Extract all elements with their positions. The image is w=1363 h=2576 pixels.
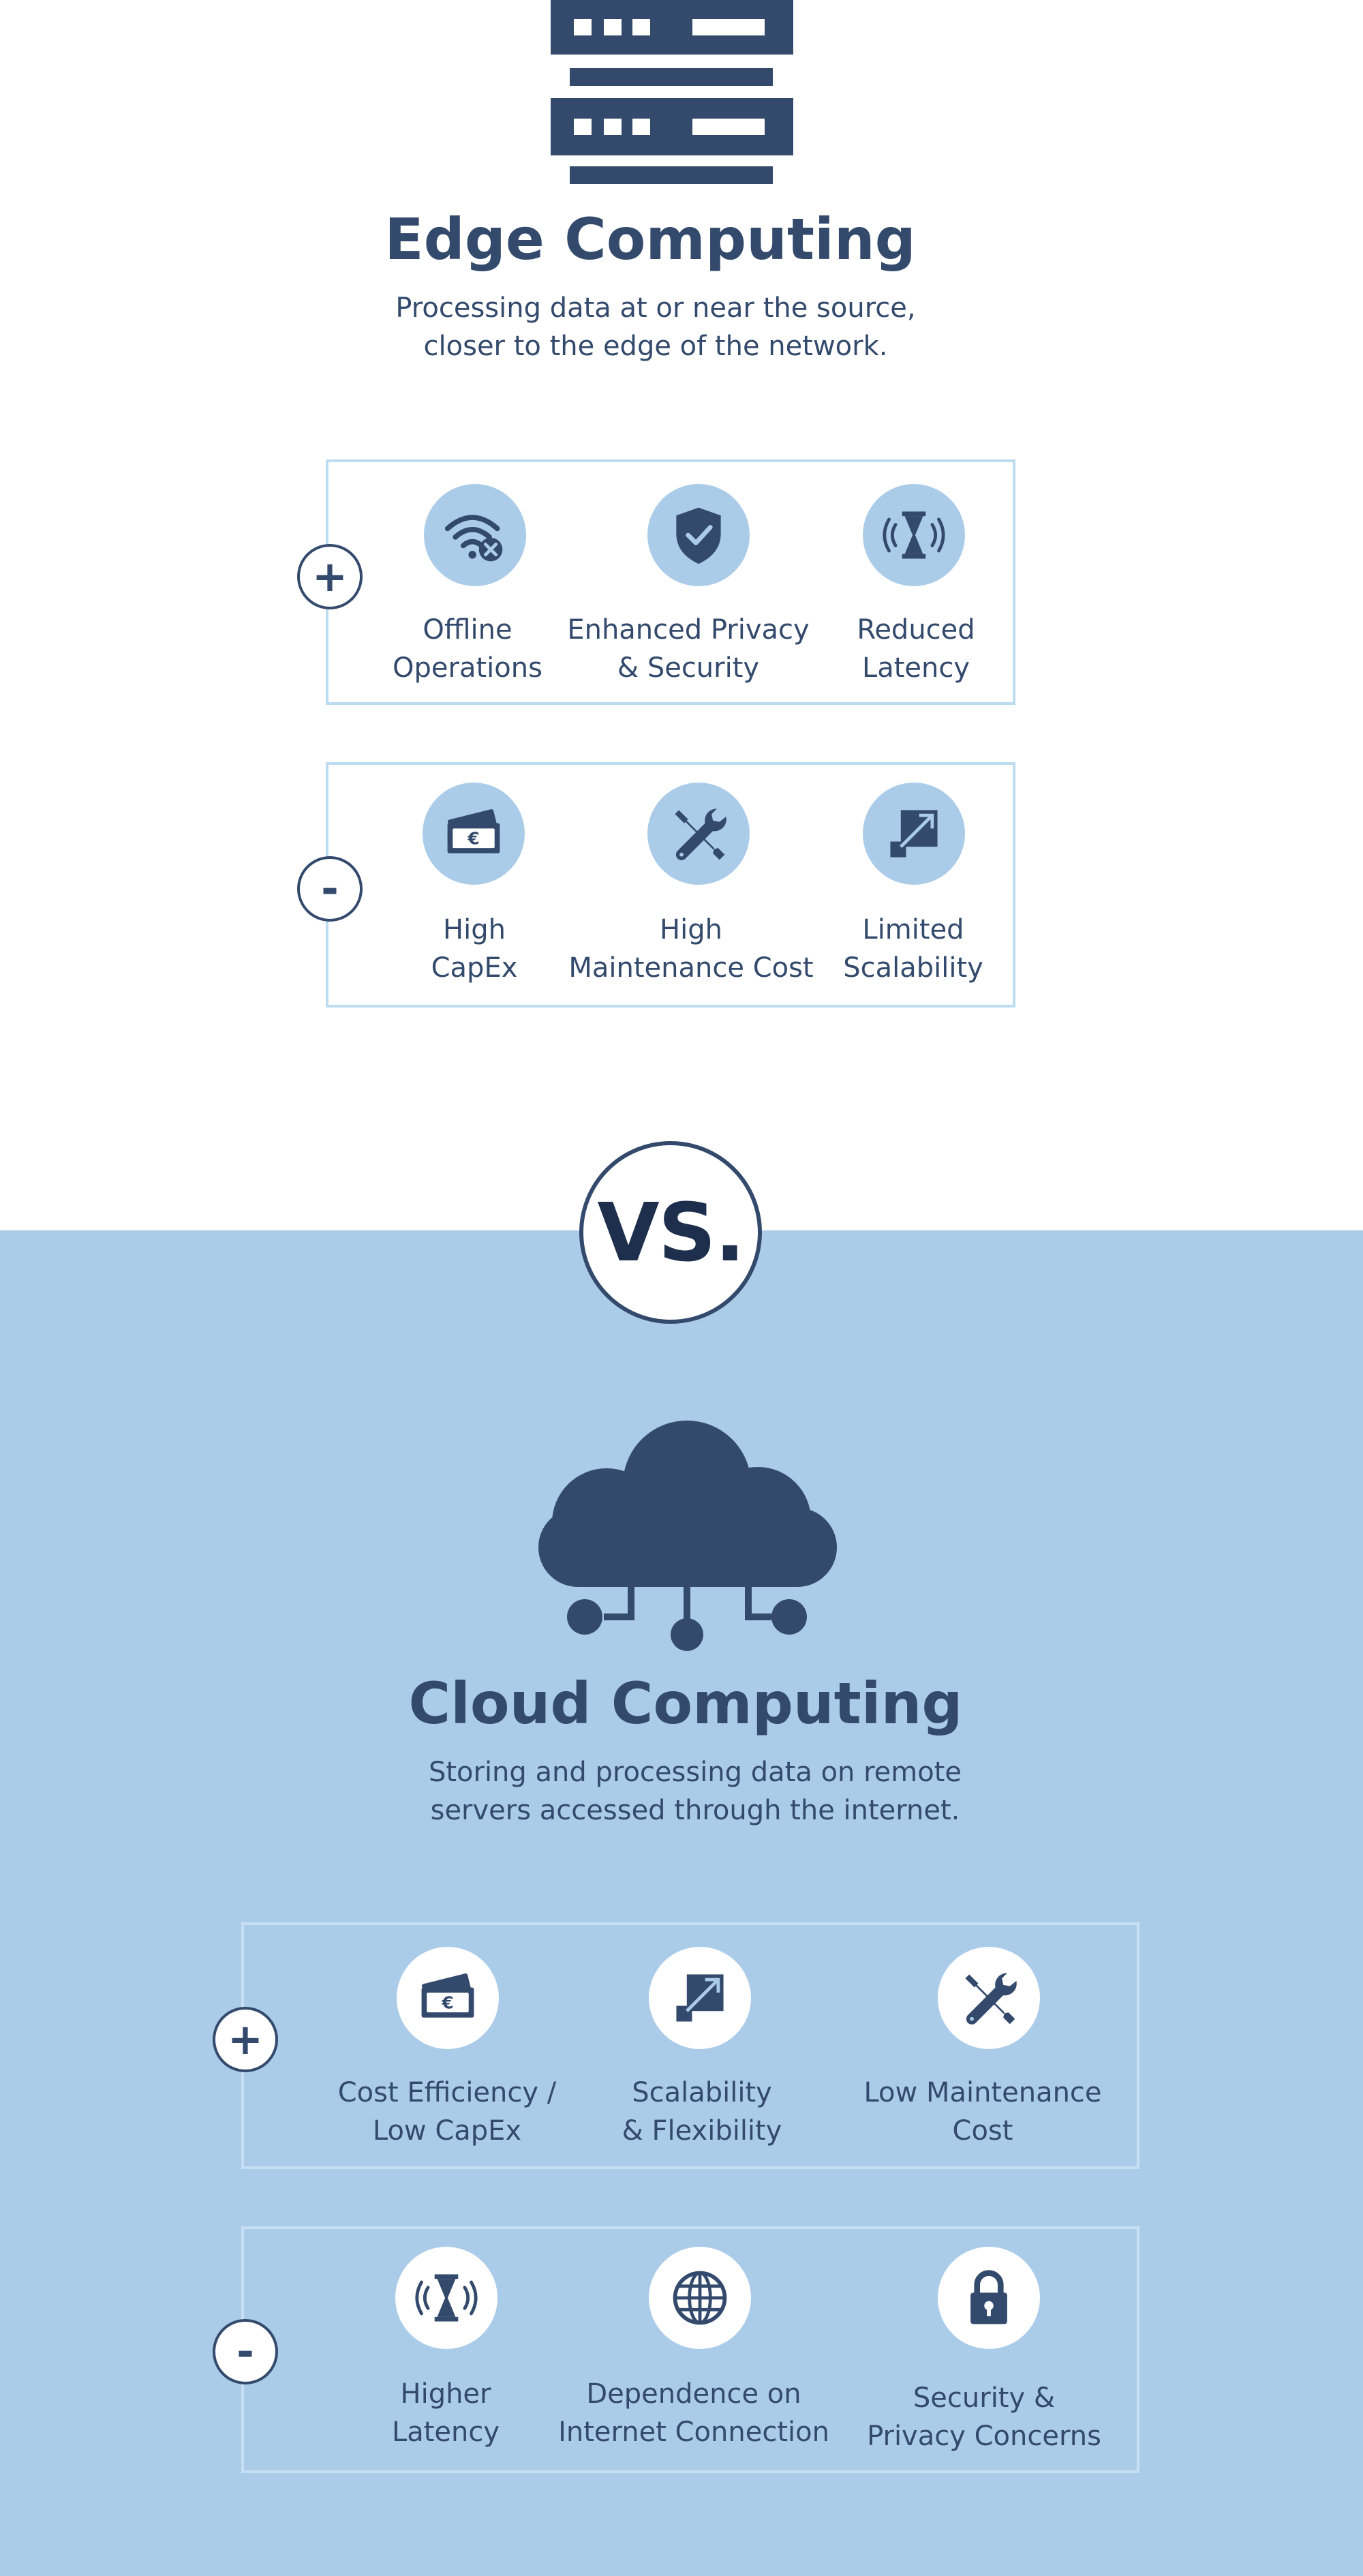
edge-subtitle: Processing data at or near the source, c… [395,292,916,362]
edge-pro-icon-2 [647,484,750,586]
wrench-screwdriver-icon [956,1965,1022,2031]
cloud-pros-plus-sign: + [213,2007,278,2072]
edge-cons-minus-sign: - [297,856,363,922]
expand-arrow-icon [881,801,947,866]
edge-con-icon-1 [423,783,525,885]
cloud-pro-label-scalability-flexibility: Scalability& Flexibility [622,2077,782,2147]
edge-pros-plus-sign: + [297,544,363,609]
expand-arrow-icon [667,1965,733,2031]
hourglass-signal-icon [881,502,947,568]
cloud-pro-icon-3 [938,1947,1040,2049]
cloud-pro-icon-1 [397,1947,499,2049]
cloud-subtitle: Storing and processing data on remote se… [428,1757,962,1826]
cloud-cons-minus-sign: - [213,2319,278,2384]
edge-con-icon-3 [863,783,965,885]
cloud-con-label-security-privacy: Security &Privacy Concerns [867,2382,1101,2452]
edge-pro-icon-1 [424,484,526,586]
server-rack-icon [551,0,793,184]
vs-badge: VS. [579,1141,762,1324]
edge-title: Edge Computing [384,206,916,273]
euro-banknote-icon [415,1965,480,2031]
edge-pro-label-privacy-security: Enhanced Privacy& Security [567,614,810,684]
edge-pro-icon-3 [863,484,965,586]
cloud-network-icon [538,1421,837,1651]
hourglass-signal-icon [414,2265,479,2331]
cloud-con-icon-2 [649,2247,751,2349]
globe-icon [667,2265,733,2331]
cloud-con-icon-3 [938,2247,1040,2349]
shield-check-icon [666,502,731,568]
cloud-title: Cloud Computing [408,1670,963,1737]
euro-banknote-icon [441,801,506,866]
padlock-icon [956,2265,1022,2331]
cloud-pro-label-cost-efficiency: Cost Efficiency /Low CapEx [337,2077,557,2147]
wrench-screwdriver-icon [666,801,731,866]
wifi-off-icon [442,502,508,568]
edge-con-icon-2 [647,783,750,885]
cloud-con-icon-1 [395,2247,497,2349]
cloud-pro-icon-2 [649,1947,751,2049]
